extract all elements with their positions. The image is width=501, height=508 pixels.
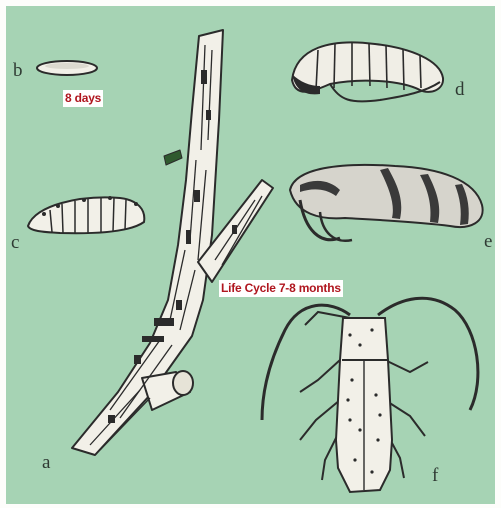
young-larva-drawing [28,196,144,234]
egg-duration-label: 8 days [63,90,103,107]
pupa-drawing [290,165,483,241]
label-e-pupa: e [484,232,492,251]
label-f-adult-beetle: f [432,466,438,485]
label-a-twig: a [42,453,50,472]
label-c-young-larva: c [11,233,19,252]
adult-beetle-drawing [262,298,478,492]
label-d-mature-larva: d [455,80,465,99]
label-b-egg: b [13,61,23,80]
egg-drawing [37,61,97,75]
life-cycle-label: Life Cycle 7-8 months [219,280,343,297]
mature-larva-drawing [292,42,443,101]
